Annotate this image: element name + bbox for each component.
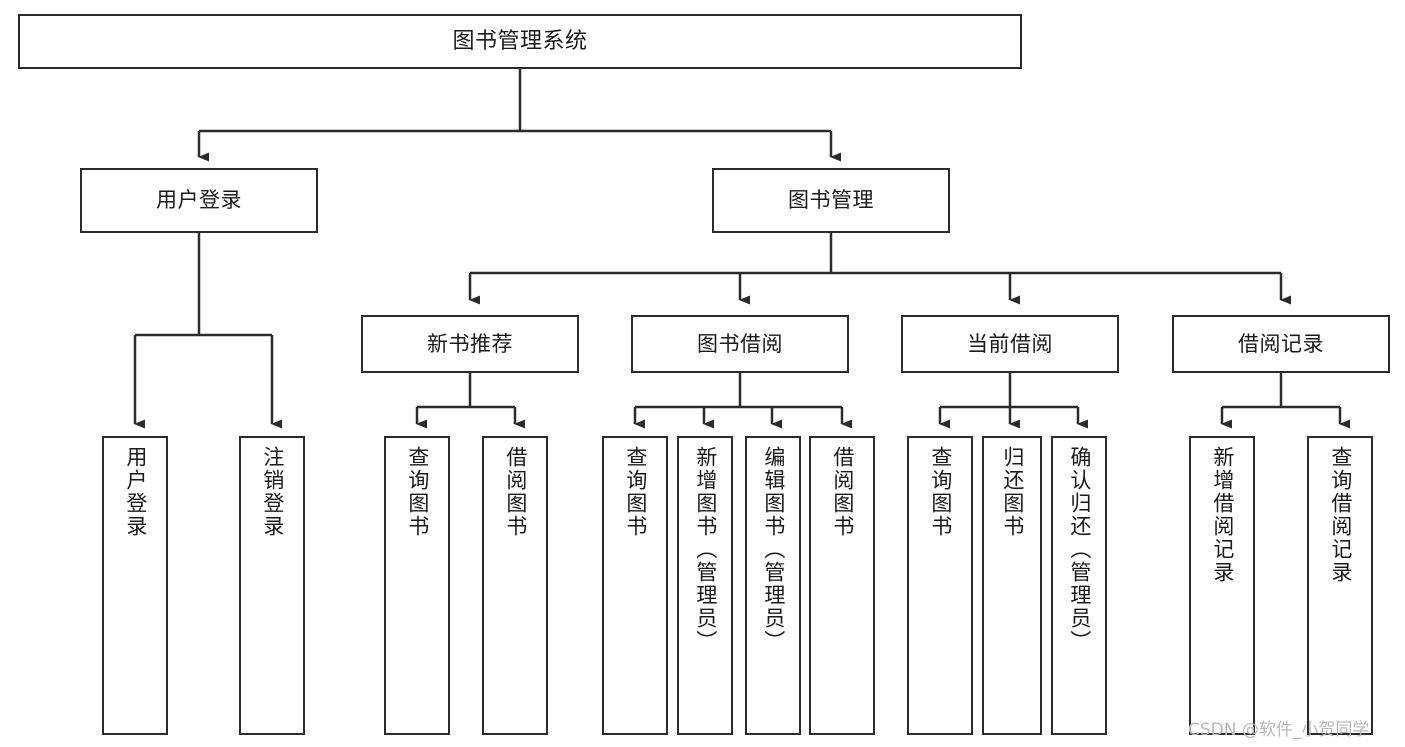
node-label: 新增借阅记录 (1210, 446, 1235, 584)
leaf-current-borrow-confirm-return-admin[interactable]: 确认归还（管理员） (1051, 436, 1107, 735)
node-current-borrow[interactable]: 当前借阅 (901, 315, 1119, 373)
node-new-book-recommend[interactable]: 新书推荐 (361, 315, 579, 373)
node-label: 新书推荐 (427, 331, 513, 356)
leaf-current-borrow-return-book[interactable]: 归还图书 (982, 436, 1042, 735)
node-label: 查询借阅记录 (1328, 446, 1353, 584)
node-label: 新增图书（管理员） (693, 446, 718, 653)
node-borrow-record[interactable]: 借阅记录 (1172, 315, 1390, 373)
node-label: 借阅记录 (1238, 331, 1324, 356)
node-label: 借阅图书 (503, 446, 528, 538)
node-book-management[interactable]: 图书管理 (712, 168, 950, 233)
leaf-book-borrow-edit-book-admin[interactable]: 编辑图书（管理员） (745, 436, 801, 735)
node-user-login[interactable]: 用户登录 (80, 168, 318, 233)
node-book-borrow[interactable]: 图书借阅 (631, 315, 849, 373)
node-label: 借阅图书 (830, 446, 855, 538)
node-label: 查询图书 (928, 446, 953, 538)
node-label: 归还图书 (1000, 446, 1025, 538)
node-label: 编辑图书（管理员） (761, 446, 786, 653)
node-label: 当前借阅 (967, 331, 1053, 356)
leaf-user-login-logout[interactable]: 注销登录 (239, 436, 305, 735)
node-label: 图书管理 (788, 188, 874, 213)
leaf-user-login-login[interactable]: 用户登录 (102, 436, 168, 735)
node-label: 查询图书 (623, 446, 648, 538)
leaf-book-borrow-add-book-admin[interactable]: 新增图书（管理员） (677, 436, 733, 735)
node-label: 图书借阅 (697, 331, 783, 356)
csdn-watermark: CSDN @软件_小贺同学 (1188, 720, 1370, 740)
node-label: 用户登录 (123, 446, 148, 538)
node-label: 注销登录 (260, 446, 285, 538)
leaf-current-borrow-query-book[interactable]: 查询图书 (907, 436, 973, 735)
leaf-borrow-record-query-record[interactable]: 查询借阅记录 (1307, 436, 1373, 735)
leaf-new-book-borrow-book[interactable]: 借阅图书 (482, 436, 548, 735)
node-root-book-management-system[interactable]: 图书管理系统 (18, 14, 1022, 69)
leaf-borrow-record-add-record[interactable]: 新增借阅记录 (1189, 436, 1255, 735)
leaf-book-borrow-query-book[interactable]: 查询图书 (602, 436, 668, 735)
node-label: 图书管理系统 (452, 28, 588, 54)
leaf-book-borrow-borrow-book[interactable]: 借阅图书 (809, 436, 875, 735)
node-label: 确认归还（管理员） (1067, 446, 1092, 653)
node-label: 用户登录 (156, 188, 242, 213)
node-label: 查询图书 (405, 446, 430, 538)
leaf-new-book-query-book[interactable]: 查询图书 (384, 436, 450, 735)
